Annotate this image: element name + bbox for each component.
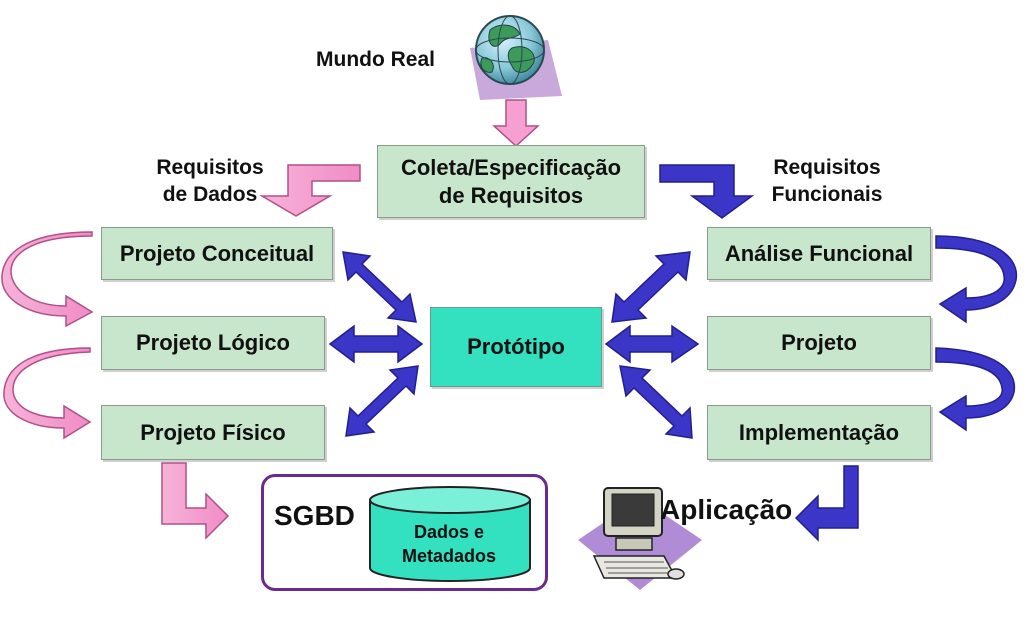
database-label-line2: Metadados xyxy=(401,546,497,566)
data-requirements-label: Requisitos de Dados xyxy=(140,154,280,208)
functional-requirements-line1: Requisitos xyxy=(773,156,881,179)
requirements-line2: de Requisitos xyxy=(438,182,584,208)
arrow-physical-to-sgbd xyxy=(161,462,230,540)
logical-design-box: Projeto Lógico xyxy=(101,316,325,370)
globe-icon xyxy=(470,15,562,100)
arrow-functional-requirements xyxy=(659,164,755,219)
requirements-box: Coleta/Especificação de Requisitos xyxy=(377,145,645,218)
double-arrow-physical-prototype xyxy=(345,365,419,437)
functional-analysis-box: Análise Funcional xyxy=(707,227,931,280)
application-label: Aplicação xyxy=(660,494,793,525)
curved-arrow-conceptual-to-logical xyxy=(1,231,94,328)
double-arrow-logical-prototype xyxy=(328,324,424,364)
database-label-line1: Dados e xyxy=(413,522,485,542)
arrow-world-to-requirements xyxy=(492,99,540,148)
double-arrow-design-prototype xyxy=(604,324,700,364)
sgbd-title: SGBD xyxy=(274,500,355,531)
curved-arrow-logical-to-physical xyxy=(3,347,92,440)
design-box: Projeto xyxy=(707,316,931,370)
implementation-box: Implementação xyxy=(707,405,931,460)
double-arrow-conceptual-prototype xyxy=(342,251,417,323)
database-label: Dados e Metadados xyxy=(368,520,530,568)
prototype-box: Protótipo xyxy=(430,307,602,387)
curved-arrow-design-to-implementation xyxy=(935,347,1016,432)
curved-arrow-analysis-to-design xyxy=(935,235,1018,324)
arrow-implementation-to-application xyxy=(794,465,859,542)
arrow-data-requirements xyxy=(259,164,361,217)
computer-icon xyxy=(578,487,702,590)
database-cylinder-icon xyxy=(369,486,531,582)
requirements-line1: Coleta/Especificação xyxy=(400,154,622,180)
double-arrow-implementation-prototype xyxy=(619,365,693,439)
physical-design-box: Projeto Físico xyxy=(101,405,325,460)
world-label: Mundo Real xyxy=(316,48,435,71)
data-requirements-line1: Requisitos xyxy=(156,156,264,179)
functional-requirements-label: Requisitos Funcionais xyxy=(756,154,898,208)
double-arrow-analysis-prototype xyxy=(611,251,691,323)
functional-requirements-line2: Funcionais xyxy=(771,183,883,206)
data-requirements-line2: de Dados xyxy=(162,183,258,206)
conceptual-design-box: Projeto Conceitual xyxy=(101,227,333,280)
